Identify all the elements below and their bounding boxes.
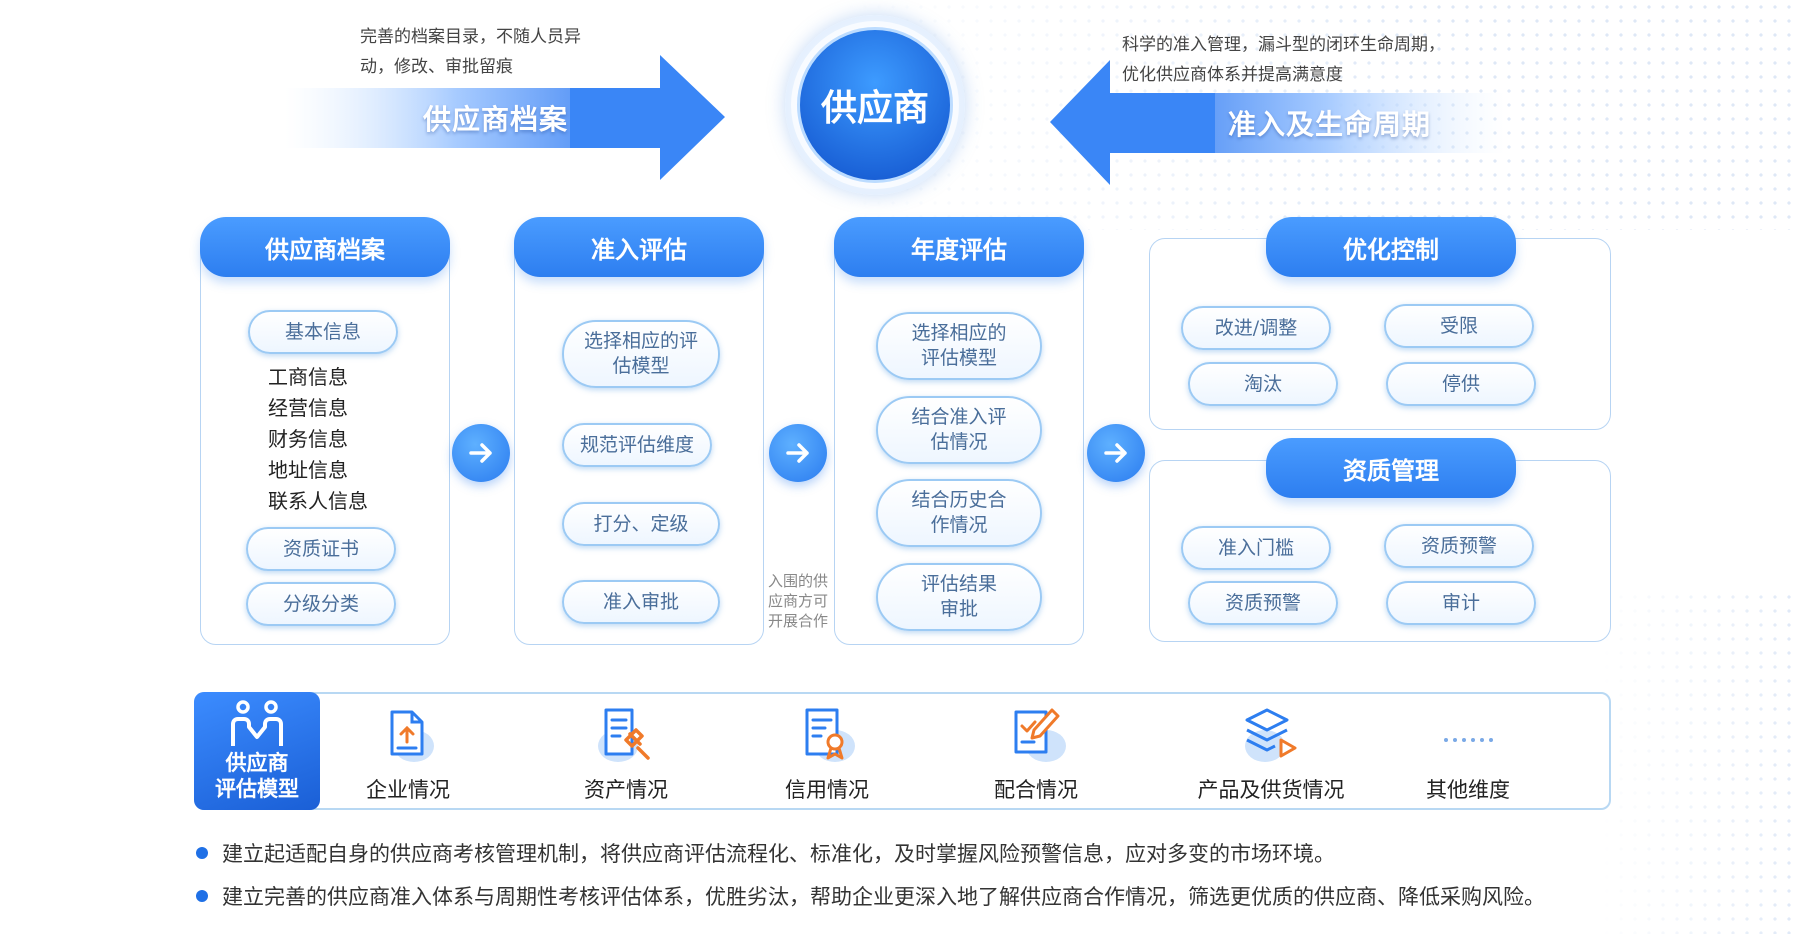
dimension-label: 配合情况	[994, 778, 1078, 802]
pill-annual-history[interactable]: 结合历史合作情况	[876, 479, 1042, 547]
checklist-pen-icon	[1014, 708, 1066, 762]
pill-threshold[interactable]: 准入门槛	[1181, 526, 1331, 570]
list-item: 工商信息	[268, 365, 348, 389]
asset-hammer-icon	[598, 708, 650, 762]
archive-banner: 供应商档案	[285, 55, 725, 180]
qualification-panel-title: 资质管理	[1266, 438, 1516, 498]
bullet-point-1: 建立起适配自身的供应商考核管理机制，将供应商评估流程化、标准化，及时掌握风险预警…	[196, 838, 1335, 868]
evaluation-model-badge: 供应商 评估模型	[194, 692, 320, 810]
pill-qualification-alert-2[interactable]: 资质预警	[1188, 581, 1338, 625]
arrow-right-icon	[469, 443, 492, 463]
pill-annual-approval[interactable]: 评估结果审批	[876, 563, 1042, 631]
pill-grading[interactable]: 分级分类	[246, 582, 396, 626]
arrow-right-icon	[786, 443, 809, 463]
dimension-label: 信用情况	[785, 778, 869, 802]
dimension-cooperation[interactable]: 配合情况	[976, 706, 1096, 804]
archive-info-list: 工商信息 经营信息 财务信息 地址信息 联系人信息	[268, 362, 368, 517]
decor-dots-bottom	[1600, 590, 1800, 934]
left-arrow-shape	[1050, 60, 1505, 185]
next-arrow-button-2[interactable]	[769, 424, 827, 482]
dimension-enterprise[interactable]: 企业情况	[348, 706, 468, 804]
credit-certificate-icon	[805, 708, 855, 762]
product-layers-icon	[1245, 708, 1297, 762]
optimize-panel-title: 优化控制	[1266, 217, 1516, 277]
list-item: 地址信息	[268, 458, 348, 482]
pill-improve[interactable]: 改进/调整	[1181, 306, 1331, 350]
pill-scoring[interactable]: 打分、定级	[562, 502, 720, 546]
next-arrow-button-1[interactable]	[452, 424, 510, 482]
pill-standard-dimensions[interactable]: 规范评估维度	[562, 423, 712, 467]
pill-stop-supply[interactable]: 停供	[1386, 362, 1536, 406]
supplier-hub-label: 供应商	[797, 27, 953, 183]
pill-audit[interactable]: 审计	[1386, 581, 1536, 625]
cooperation-note: 入围的供 应商方可 开展合作	[768, 572, 829, 630]
archive-description: 完善的档案目录，不随人员异 动，修改、审批留痕	[360, 27, 581, 77]
dimension-label: 其他维度	[1426, 778, 1510, 802]
archive-column-title: 供应商档案	[200, 217, 450, 277]
document-upload-icon	[390, 710, 434, 762]
list-item: 联系人信息	[268, 489, 368, 513]
list-item: 经营信息	[268, 396, 348, 420]
pill-certificates[interactable]: 资质证书	[246, 527, 396, 571]
right-arrow-shape	[285, 55, 725, 180]
dots-icon	[1444, 738, 1493, 742]
admission-column-title: 准入评估	[514, 217, 764, 277]
badge-line-2: 评估模型	[215, 777, 299, 801]
arrow-right-icon	[1104, 443, 1127, 463]
people-icon	[231, 700, 283, 746]
next-arrow-button-3[interactable]	[1087, 424, 1145, 482]
pill-select-model[interactable]: 选择相应的评估模型	[562, 320, 720, 388]
bullet-dot-icon	[196, 847, 208, 859]
dimension-label: 资产情况	[584, 778, 668, 802]
bullet-point-2: 建立完善的供应商准入体系与周期性考核评估体系，优胜劣汰，帮助企业更深入地了解供应…	[196, 881, 1545, 911]
pill-qualification-alert[interactable]: 资质预警	[1384, 524, 1534, 568]
supplier-hub: 供应商	[785, 15, 965, 195]
list-item: 财务信息	[268, 427, 348, 451]
pill-restricted[interactable]: 受限	[1384, 304, 1534, 348]
pill-annual-select-model[interactable]: 选择相应的评估模型	[876, 312, 1042, 380]
dimension-products[interactable]: 产品及供货情况	[1186, 706, 1356, 804]
lifecycle-banner-label: 准入及生命周期	[1228, 108, 1432, 141]
lifecycle-banner: 准入及生命周期	[1050, 60, 1505, 185]
pill-admission-approval[interactable]: 准入审批	[562, 580, 720, 624]
dimension-other[interactable]: 其他维度	[1408, 706, 1528, 804]
archive-banner-label: 供应商档案	[423, 103, 569, 136]
bullet-dot-icon	[196, 890, 208, 902]
dimension-assets[interactable]: 资产情况	[566, 706, 686, 804]
archive-column	[200, 230, 450, 645]
pill-basic-info[interactable]: 基本信息	[248, 310, 398, 354]
pill-eliminate[interactable]: 淘汰	[1188, 362, 1338, 406]
pill-annual-admission[interactable]: 结合准入评估情况	[876, 396, 1042, 464]
lifecycle-description: 科学的准入管理，漏斗型的闭环生命周期， 优化供应商体系并提高满意度	[1122, 35, 1445, 85]
dimension-label: 产品及供货情况	[1197, 778, 1345, 802]
badge-line-1: 供应商	[225, 751, 289, 775]
dimension-label: 企业情况	[366, 778, 450, 802]
dimension-credit[interactable]: 信用情况	[767, 706, 887, 804]
annual-column-title: 年度评估	[834, 217, 1084, 277]
